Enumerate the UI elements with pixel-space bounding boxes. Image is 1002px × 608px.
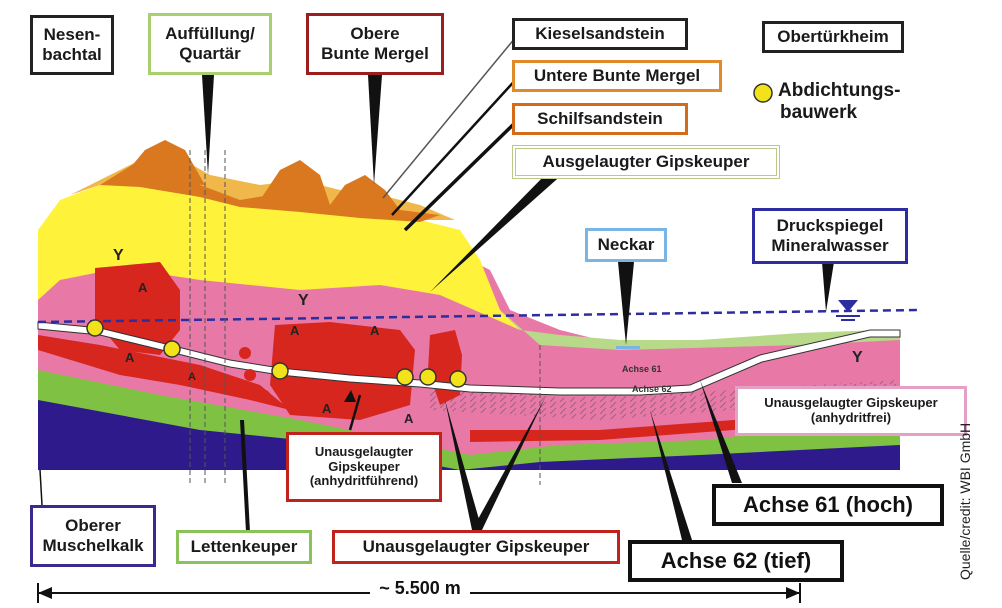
neckar-water <box>616 346 640 349</box>
label-lettenkeuper: Lettenkeuper <box>176 530 312 564</box>
label-schilfsandstein: Schilfsandstein <box>512 103 688 135</box>
y-mark-1: Y <box>113 247 124 264</box>
svg-text:A: A <box>370 323 380 338</box>
y-mark-3: Y <box>852 349 863 366</box>
label-unausgelaugt-anhydritfrei: Unausgelaugter Gipskeuper(anhydritfrei) <box>735 386 967 436</box>
pointer-obere <box>368 75 382 185</box>
achse62-inline: Achse 62 <box>632 384 672 394</box>
svg-text:A: A <box>125 350 135 365</box>
label-auffuellung: Auffüllung/Quartär <box>148 13 272 75</box>
pointer-druckspiegel <box>822 262 834 312</box>
svg-text:A: A <box>138 280 148 295</box>
image-credit: Quelle/credit: WBI GmbH <box>957 420 977 580</box>
label-kieselsandstein: Kieselsandstein <box>512 18 688 50</box>
svg-text:A: A <box>290 323 300 338</box>
svg-text:A: A <box>404 411 414 426</box>
label-achse-62: Achse 62 (tief) <box>628 540 844 582</box>
pointer-auffuellung <box>202 75 214 175</box>
y-mark-2: Y <box>298 292 309 309</box>
achse61-inline: Achse 61 <box>622 364 662 374</box>
label-achse-61: Achse 61 (hoch) <box>712 484 944 526</box>
label-nesenbachtal: Nesen-bachtal <box>30 15 114 75</box>
peak-3 <box>330 175 400 210</box>
label-unausgelaugt-main: Unausgelaugter Gipskeuper <box>332 530 620 564</box>
label-abdichtungsbauwerk: Abdichtungs-bauwerk <box>778 80 938 136</box>
peak-1 <box>120 140 205 185</box>
label-obertuerkheim: Obertürkheim <box>762 21 904 53</box>
label-neckar: Neckar <box>585 228 667 262</box>
label-ausgelaugter: Ausgelaugter Gipskeuper <box>512 145 780 179</box>
svg-text:A: A <box>322 401 332 416</box>
label-untere-bunte-mergel: Untere Bunte Mergel <box>512 60 722 92</box>
pointer-neckar <box>618 262 634 345</box>
svg-text:A: A <box>188 371 196 383</box>
distance-label: ~ 5.500 m <box>370 578 470 599</box>
legend-marker <box>754 84 772 102</box>
peak-2 <box>260 160 330 205</box>
water-level-triangle <box>838 300 858 312</box>
